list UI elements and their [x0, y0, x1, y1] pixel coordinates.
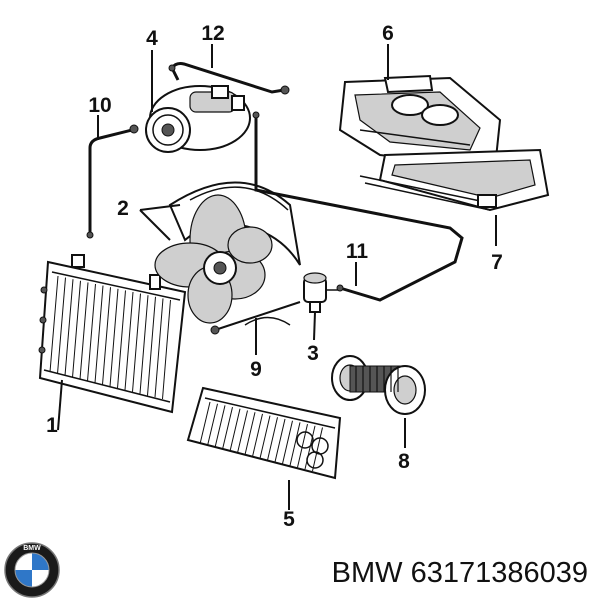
callout-12: 12 [201, 22, 224, 45]
callout-4: 4 [146, 27, 158, 50]
callout-8: 8 [398, 450, 410, 473]
callout-7: 7 [491, 251, 503, 274]
housing-lower-section [359, 148, 550, 212]
mounting-clamp [210, 301, 301, 335]
evaporator-core [186, 386, 342, 480]
leader-2a [139, 204, 181, 211]
leader-3 [313, 311, 316, 341]
cooling-fan [154, 194, 273, 324]
radiator-condenser [38, 254, 187, 414]
callout-3: 3 [307, 342, 319, 365]
leader-lines [57, 44, 497, 510]
bmw-logo: BMW [4, 542, 60, 598]
leader-2b [139, 209, 171, 241]
refrigerant-line-11 [252, 111, 464, 302]
part-number-text: BMW 63171386039 [332, 557, 588, 589]
refrigerant-hose-12 [168, 62, 290, 95]
callout-2: 2 [117, 197, 129, 220]
blower-wheel [331, 355, 426, 415]
refrigerant-hose-10 [86, 124, 139, 239]
callout-1: 1 [46, 414, 58, 437]
callout-9: 9 [250, 358, 262, 381]
callout-5: 5 [283, 508, 295, 531]
logo-lettering: BMW [23, 545, 41, 552]
pressure-switch [303, 272, 340, 313]
callout-6: 6 [382, 22, 394, 45]
callout-labels: 1 2 3 4 5 6 7 8 9 10 11 12 [46, 22, 503, 531]
callout-11: 11 [346, 240, 369, 263]
ac-compressor [145, 85, 251, 153]
hvac-housing [338, 74, 502, 170]
leader-1 [57, 379, 63, 431]
callout-10: 10 [88, 94, 111, 117]
